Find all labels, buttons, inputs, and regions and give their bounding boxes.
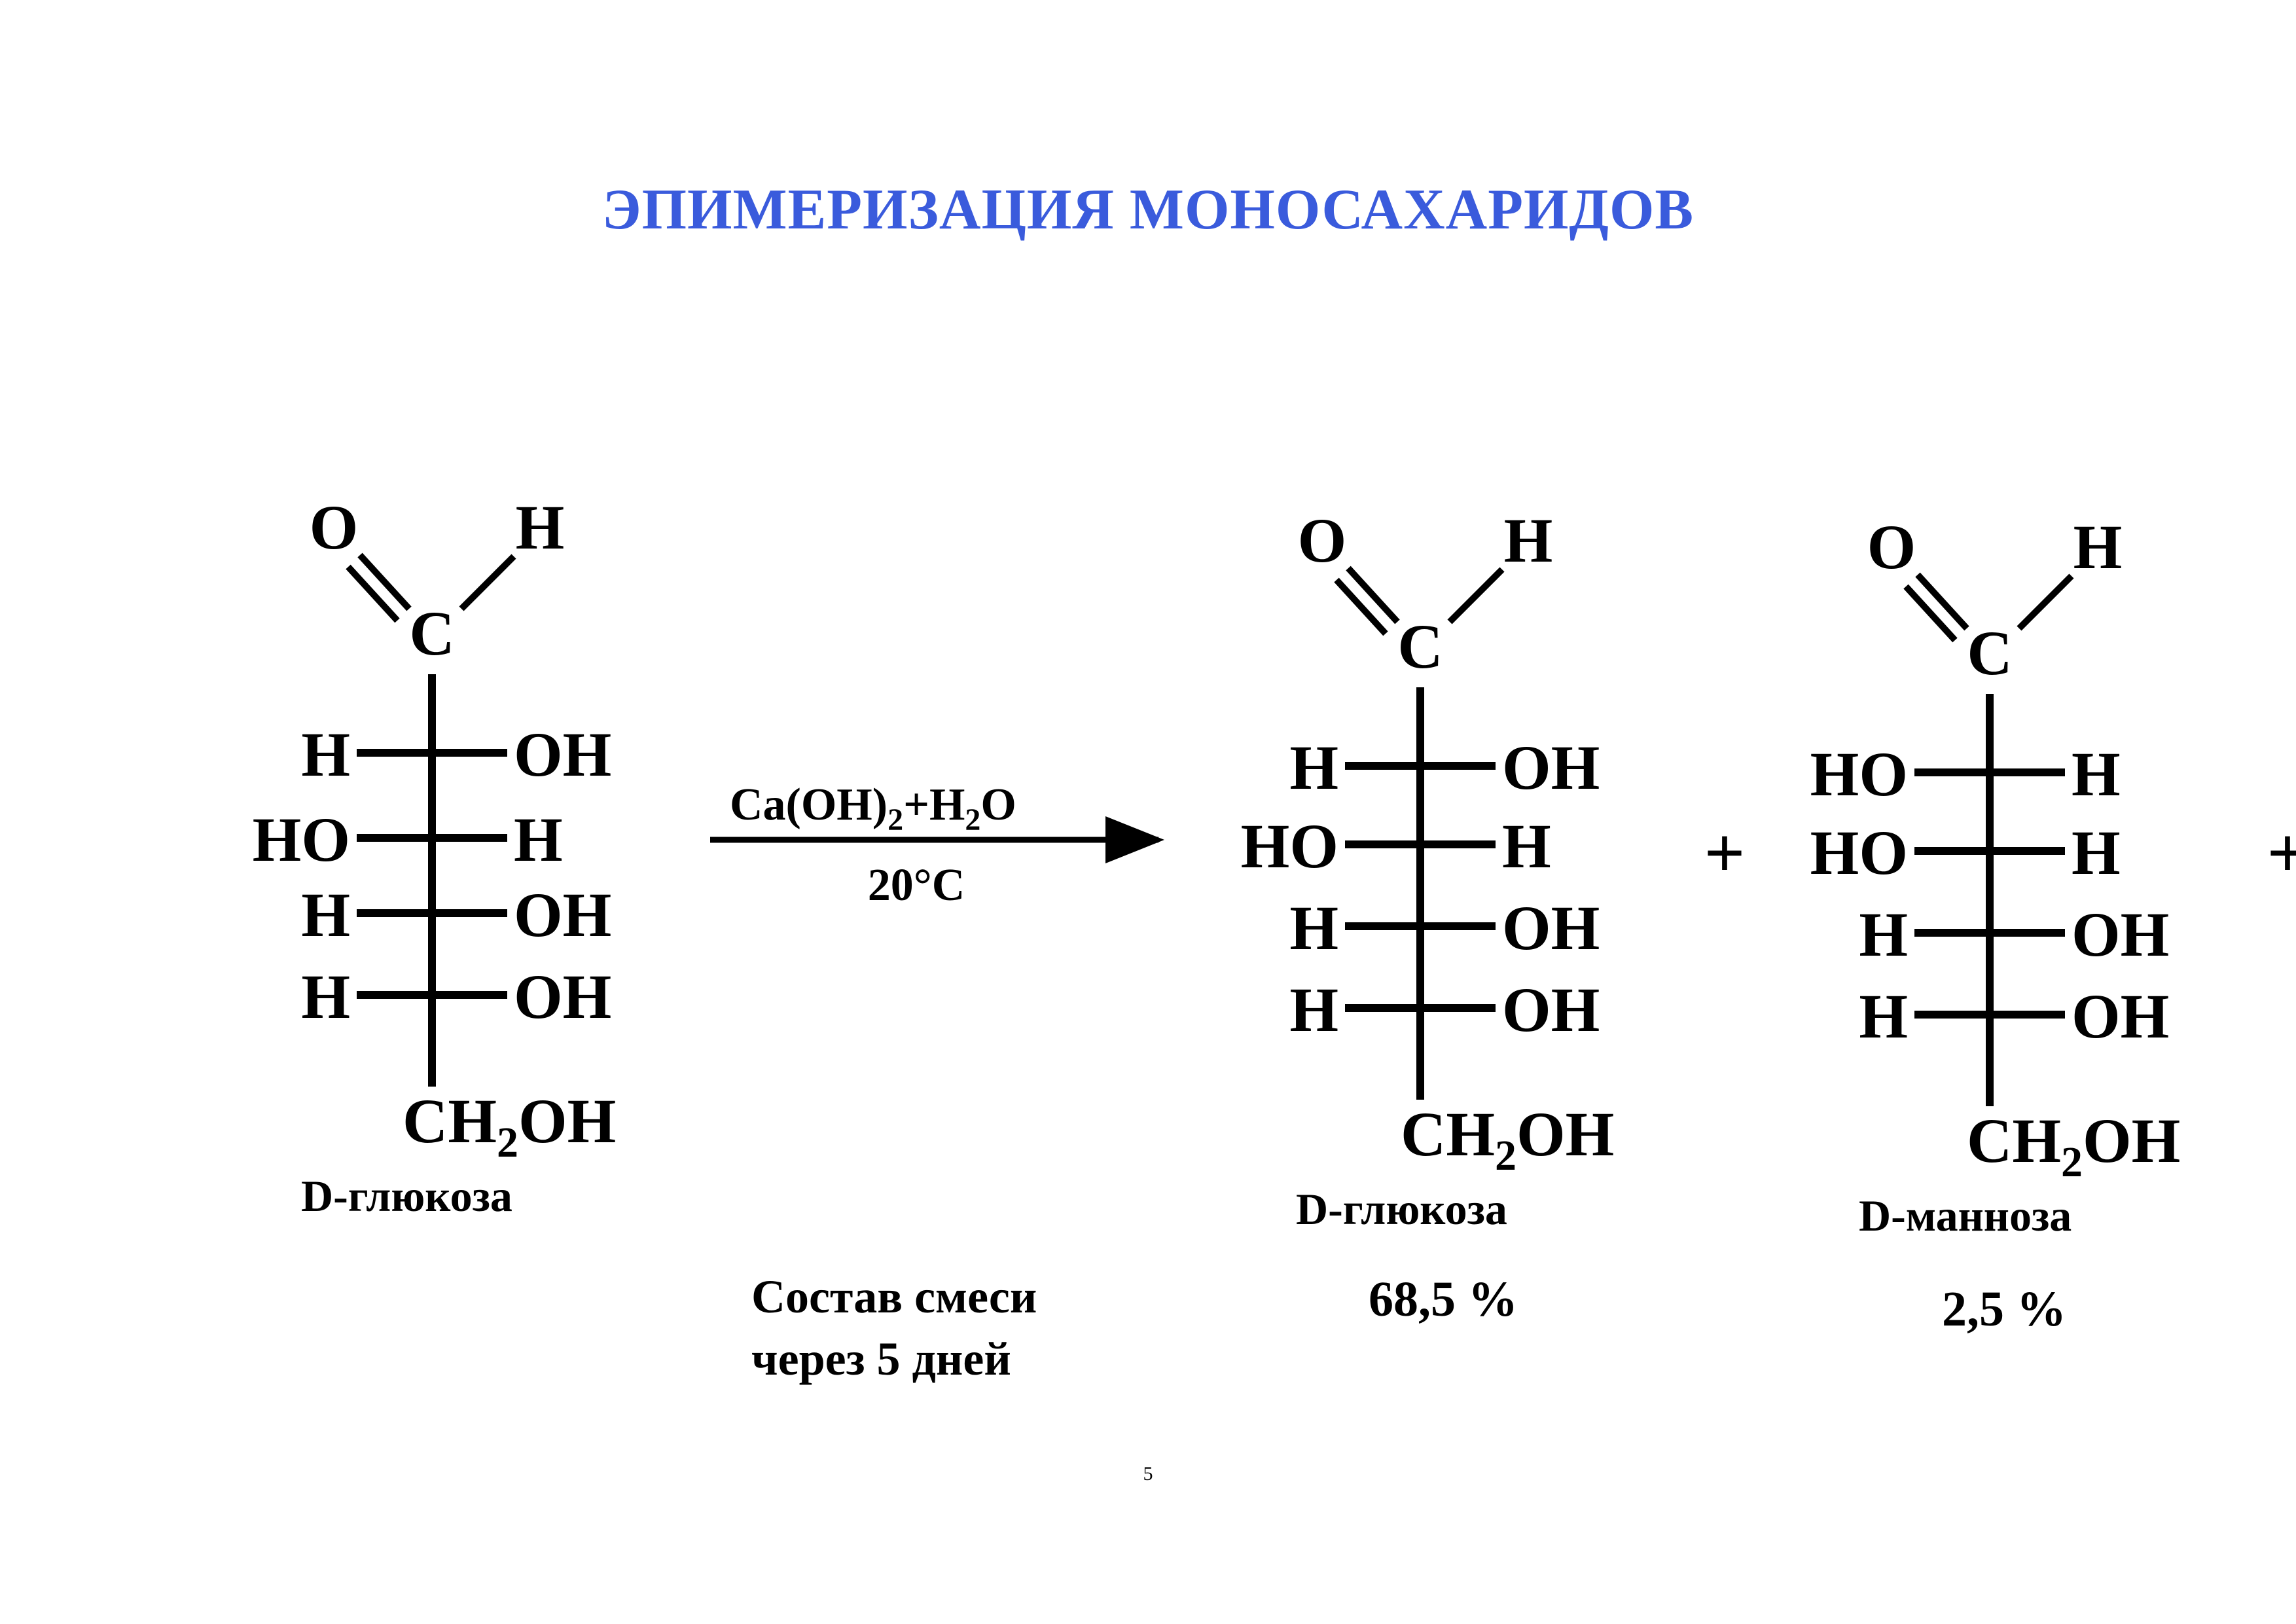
reaction-arrow-group: Ca(OH)2+H2O 20°C bbox=[710, 780, 1164, 911]
atom-aldehyde-c: C bbox=[1967, 618, 2012, 688]
structure-d-glucose-product: O H C H OH HO H H OH H OH CH2OH D-глюкоз… bbox=[1241, 505, 1615, 1234]
double-bond-line-1 bbox=[1346, 566, 1400, 624]
page-number: 5 bbox=[1143, 1463, 1153, 1485]
row2-right: H bbox=[1502, 811, 1551, 881]
double-bond-line-1 bbox=[1915, 572, 1969, 631]
composition-value-glucose: 68,5 % bbox=[1369, 1272, 1518, 1327]
row2-left: HO bbox=[1241, 811, 1338, 881]
row4-right: OH bbox=[1502, 975, 1600, 1045]
row2-right: H bbox=[2072, 818, 2121, 888]
double-bond-line-2 bbox=[1334, 577, 1388, 636]
page-title: ЭПИМЕРИЗАЦИЯ МОНОСАХАРИДОВ bbox=[601, 178, 1695, 242]
structure-name: D-манноза bbox=[1859, 1191, 2072, 1240]
structure-d-mannose: O H C HO H HO H H OH H OH CH2OH D-манноз… bbox=[1810, 512, 2181, 1240]
row3-right: OH bbox=[514, 880, 611, 950]
row4-left: H bbox=[1289, 975, 1338, 1045]
row4-right: OH bbox=[2072, 981, 2169, 1051]
ch2oh-group: CH2OH bbox=[1967, 1106, 2180, 1186]
bond-c-h bbox=[459, 554, 516, 611]
row2-left: HO bbox=[1810, 818, 1908, 888]
row3-left: H bbox=[1859, 899, 1908, 969]
atom-aldehyde-h: H bbox=[516, 492, 565, 562]
structure-name: D-глюкоза bbox=[301, 1171, 512, 1221]
row4-left: H bbox=[301, 962, 350, 1032]
composition-value-mannose: 2,5 % bbox=[1942, 1282, 2066, 1337]
bond-c-h bbox=[2017, 573, 2074, 631]
row1-right: OH bbox=[514, 719, 611, 789]
row1-right: H bbox=[2072, 739, 2121, 809]
atom-aldehyde-o: O bbox=[310, 492, 359, 562]
ch2oh-group: CH2OH bbox=[403, 1086, 616, 1166]
plus-sign-1: + bbox=[1704, 813, 1746, 893]
composition-line-2: через 5 дней bbox=[751, 1333, 1011, 1385]
composition-line-1: Состав смеси bbox=[751, 1271, 1037, 1323]
row4-right: OH bbox=[514, 962, 611, 1032]
double-bond-line-2 bbox=[346, 564, 400, 623]
row3-left: H bbox=[301, 880, 350, 950]
atom-aldehyde-o: O bbox=[1298, 505, 1347, 575]
reagent-label: Ca(OH)2+H2O bbox=[730, 780, 1016, 837]
row1-left: H bbox=[1289, 732, 1338, 803]
atom-aldehyde-h: H bbox=[1504, 505, 1553, 575]
condition-label: 20°C bbox=[868, 860, 965, 911]
row3-left: H bbox=[1289, 893, 1338, 963]
row1-right: OH bbox=[1502, 732, 1600, 803]
atom-aldehyde-c: C bbox=[1397, 611, 1443, 681]
row2-right: H bbox=[514, 804, 563, 875]
row2-left: HO bbox=[253, 804, 350, 875]
atom-aldehyde-c: C bbox=[409, 598, 454, 668]
double-bond-line-2 bbox=[1903, 584, 1958, 643]
structure-d-glucose-reactant: O H C H OH HO H H OH H OH CH2OH D-глюкоз… bbox=[253, 492, 617, 1221]
structure-name: D-глюкоза bbox=[1296, 1184, 1507, 1234]
bond-c-h bbox=[1447, 567, 1505, 624]
row3-right: OH bbox=[2072, 899, 2169, 969]
ch2oh-group: CH2OH bbox=[1401, 1099, 1614, 1180]
double-bond-line-1 bbox=[357, 552, 412, 611]
row3-right: OH bbox=[1502, 893, 1600, 963]
atom-aldehyde-h: H bbox=[2073, 512, 2123, 582]
plus-sign-2: + bbox=[2267, 813, 2296, 893]
row4-left: H bbox=[1859, 981, 1908, 1051]
row1-left: H bbox=[301, 719, 350, 789]
row1-left: HO bbox=[1810, 739, 1908, 809]
atom-aldehyde-o: O bbox=[1867, 512, 1916, 582]
